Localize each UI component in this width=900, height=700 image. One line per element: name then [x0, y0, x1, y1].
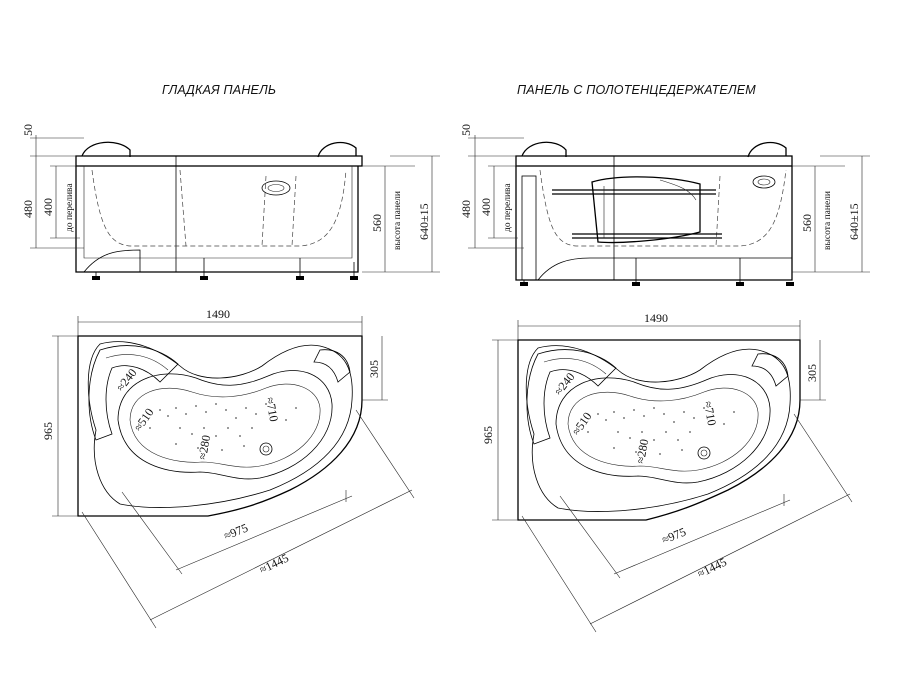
dim-inner-length-right: ≈975: [660, 525, 688, 547]
label-overflow-right: до перелива: [503, 183, 513, 232]
dim-bowl-length-left: ≈710: [263, 396, 281, 423]
plan-view-right: 1490 965 305 ≈240 ≈510 ≈280 ≈710 ≈975 ≈1…: [481, 311, 853, 633]
dim-outer-length-left: ≈1445: [257, 551, 291, 577]
dim-corner-right: 305: [805, 364, 819, 382]
side-view-towel-rail: 50 480 400 до перелива 560 высота панели…: [459, 124, 870, 286]
dim-top-right: 50: [459, 124, 473, 136]
dim-depth-left: 965: [41, 422, 55, 440]
dim-top-left: 50: [21, 124, 35, 136]
plan-view-left: 1490 965 305 ≈240 ≈510 ≈280 ≈710 ≈975 ≈1…: [41, 307, 415, 629]
dim-width-left: 1490: [206, 307, 230, 321]
dim-width-right: 1490: [644, 311, 668, 325]
dim-panel-right: 560: [800, 214, 814, 232]
jet-dots-right: [587, 407, 735, 455]
label-panel-left: высота панели: [393, 191, 403, 250]
side-view-smooth: 50 480 400 до перелива 560 высота панели…: [21, 124, 440, 280]
dim-outer-length-right: ≈1445: [695, 555, 729, 581]
caption-towel-rail-panel: ПАНЕЛЬ С ПОЛОТЕНЦЕДЕРЖАТЕЛЕМ: [517, 83, 756, 97]
dim-bowl-width-left: ≈510: [131, 406, 157, 434]
label-panel-right: высота панели: [823, 191, 833, 250]
dim-panel-left: 560: [370, 214, 384, 232]
dim-bowl-length-right: ≈710: [701, 400, 719, 427]
jet-dots-left: [149, 403, 297, 451]
dim-overflow-right: 400: [479, 198, 493, 216]
dim-bowl-width-right: ≈510: [569, 410, 595, 438]
dim-total-left: 640±15: [417, 203, 431, 240]
dim-height-left: 480: [21, 200, 35, 218]
dim-bowl-narrow-right: ≈280: [633, 438, 651, 465]
dim-total-right: 640±15: [847, 203, 861, 240]
dim-bowl-narrow-left: ≈280: [195, 434, 213, 461]
dim-corner-left: 305: [367, 360, 381, 378]
dim-height-right: 480: [459, 200, 473, 218]
dim-headrest-right: ≈240: [551, 370, 577, 398]
label-overflow-left: до перелива: [65, 183, 75, 232]
dim-overflow-left: 400: [41, 198, 55, 216]
dim-inner-length-left: ≈975: [222, 521, 250, 543]
caption-smooth-panel: ГЛАДКАЯ ПАНЕЛЬ: [162, 83, 277, 97]
dim-headrest-left: ≈240: [113, 366, 139, 394]
dim-depth-right: 965: [481, 426, 495, 444]
